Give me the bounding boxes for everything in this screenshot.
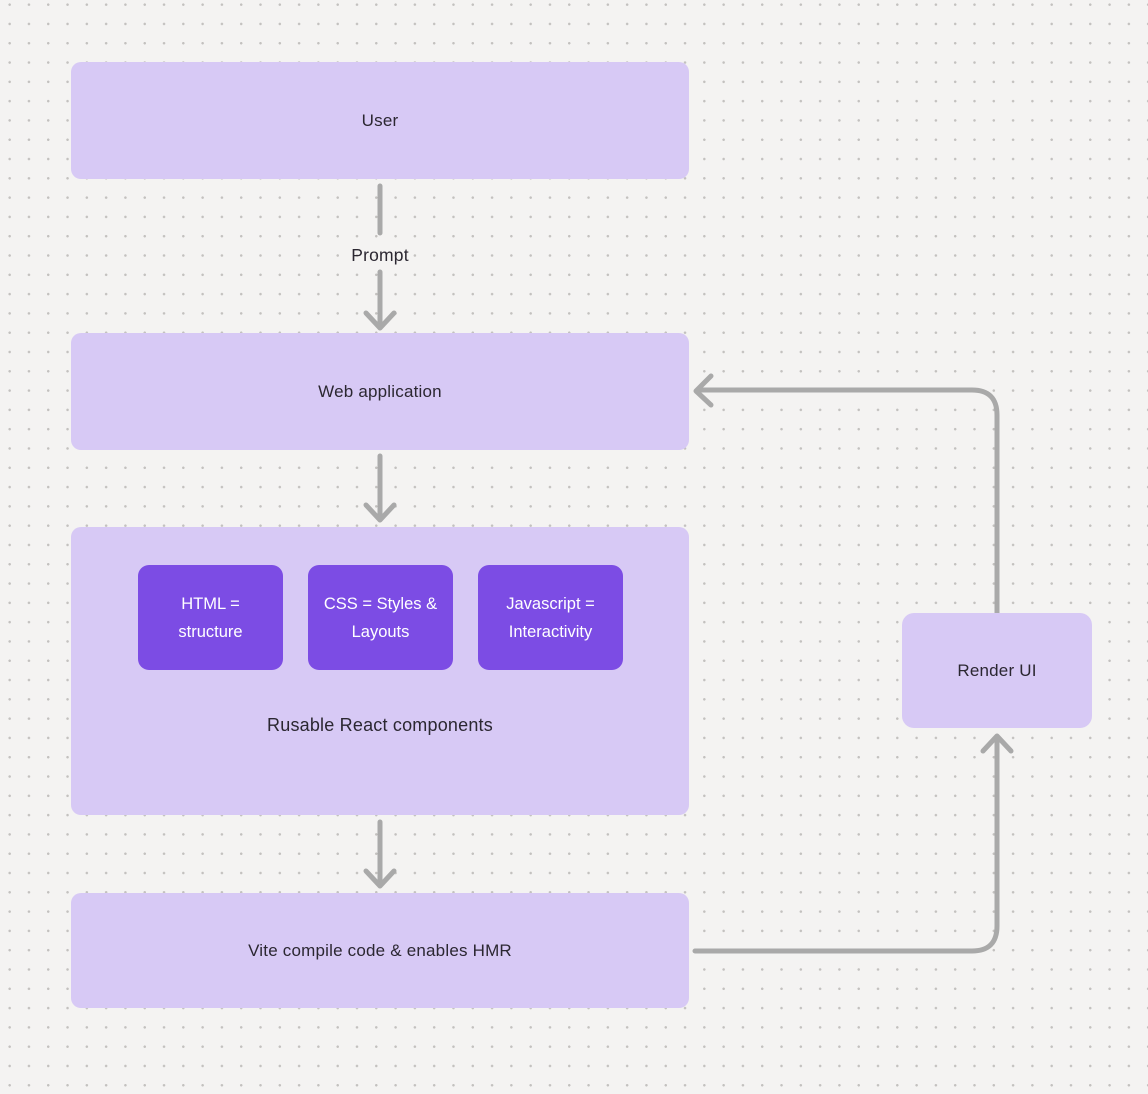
node-javascript[interactable]: Javascript = Interactivity (478, 565, 623, 670)
node-components-group[interactable]: HTML = structure CSS = Styles & Layouts … (71, 527, 689, 815)
node-html-label: HTML = structure (178, 594, 243, 641)
node-render-ui-label: Render UI (957, 660, 1037, 680)
node-render-ui[interactable]: Render UI (902, 613, 1092, 728)
arrowhead-up-renderui (980, 733, 1014, 754)
node-javascript-label: Javascript = Interactivity (506, 594, 595, 641)
arrowhead-down-webapp (363, 310, 397, 331)
edge-vite-renderui (692, 737, 1000, 954)
node-vite-label: Vite compile code & enables HMR (248, 940, 512, 960)
components-group-caption: Rusable React components (267, 715, 493, 735)
node-vite[interactable]: Vite compile code & enables HMR (71, 893, 689, 1008)
node-html[interactable]: HTML = structure (138, 565, 283, 670)
arrowhead-left-webapp (693, 373, 714, 408)
node-user-label: User (361, 110, 399, 130)
node-web-application-label: Web application (318, 381, 442, 401)
edge-label-prompt: Prompt (351, 245, 409, 265)
node-css-label: CSS = Styles & Layouts (323, 594, 438, 641)
arrowhead-down-vite (363, 868, 397, 889)
node-web-application[interactable]: Web application (71, 333, 689, 450)
edge-renderui-webapp (698, 387, 1000, 616)
node-user[interactable]: User (71, 62, 689, 179)
arrowhead-down-components (363, 502, 397, 523)
node-css[interactable]: CSS = Styles & Layouts (308, 565, 453, 670)
